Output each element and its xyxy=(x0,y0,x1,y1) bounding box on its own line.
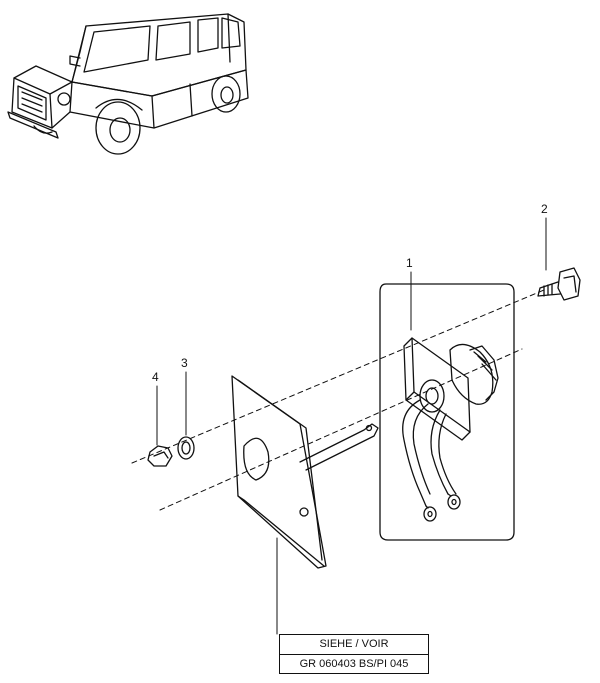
leader-lines xyxy=(156,217,547,446)
switch-assembly-part xyxy=(402,337,499,522)
cross-reference-box: SIEHE / VOIR GR 060403 BS/PI 045 xyxy=(279,634,429,674)
callout-1-label: 1 xyxy=(406,256,413,270)
hex-nut-part xyxy=(147,445,173,467)
callout-4-label: 4 xyxy=(152,370,159,384)
vehicle-illustration xyxy=(7,13,249,155)
callout-2-label: 2 xyxy=(541,202,548,216)
bolt-part xyxy=(537,267,581,301)
switch-assembly-frame xyxy=(379,283,515,541)
reference-group-code: GR 060403 BS/PI 045 xyxy=(280,654,428,674)
reference-see-label: SIEHE / VOIR xyxy=(319,638,389,650)
mounting-bracket xyxy=(231,375,379,569)
assembly-axis-lines xyxy=(131,289,545,511)
callout-3-label: 3 xyxy=(181,356,188,370)
spring-washer-part xyxy=(177,436,195,460)
